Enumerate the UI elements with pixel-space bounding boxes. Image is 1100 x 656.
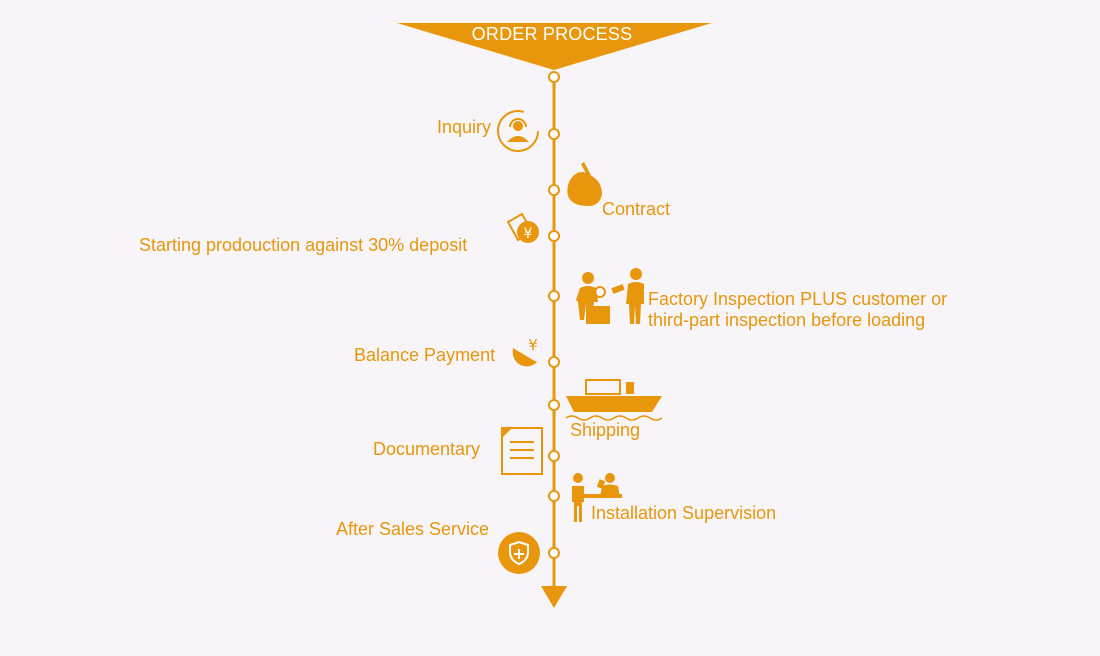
step-label-documentary: Documentary [373,439,481,459]
cargo-ship-icon [565,379,663,421]
timeline-node [548,547,560,559]
timeline-node [548,184,560,196]
svg-text:¥: ¥ [528,336,538,354]
step-label-factory-inspection-line1: Factory Inspection PLUS customer or [648,289,948,309]
step-label-installation: Installation Supervision [591,503,777,523]
svg-text:¥: ¥ [524,226,533,242]
quill-pen-icon [567,162,602,206]
headset-agent-icon [497,110,539,152]
yen-coin-icon: ¥ [506,212,539,243]
timeline-arrow-head [541,586,567,608]
timeline-node [548,490,560,502]
timeline-node [548,71,560,83]
step-label-shipping: Shipping [570,420,641,440]
timeline-node [548,450,560,462]
step-label-factory-inspection-line2: third-part inspection before loading [648,310,926,330]
inspection-workers-icon [576,268,644,324]
timeline-node [548,290,560,302]
step-label-contract: Contract [602,199,671,219]
step-label-factory-inspection: Factory Inspection PLUS customer or thir… [648,289,947,331]
timeline-node [548,356,560,368]
timeline-nodes [548,71,560,559]
title-banner [397,23,712,70]
diagram-title: ORDER PROCESS [471,24,633,44]
document-icon [501,427,543,475]
shield-plus-icon [498,532,540,574]
timeline-node [548,399,560,411]
timeline-node [548,230,560,242]
step-label-production-deposit: Starting prodouction against 30% deposit [139,235,468,255]
step-label-balance-payment: Balance Payment [354,345,496,365]
step-label-after-sales: After Sales Service [336,519,490,539]
yen-payment-icon: ¥ [512,336,538,367]
installation-workers-icon [572,473,622,522]
timeline-node [548,128,560,140]
step-label-inquiry: Inquiry [437,117,492,137]
